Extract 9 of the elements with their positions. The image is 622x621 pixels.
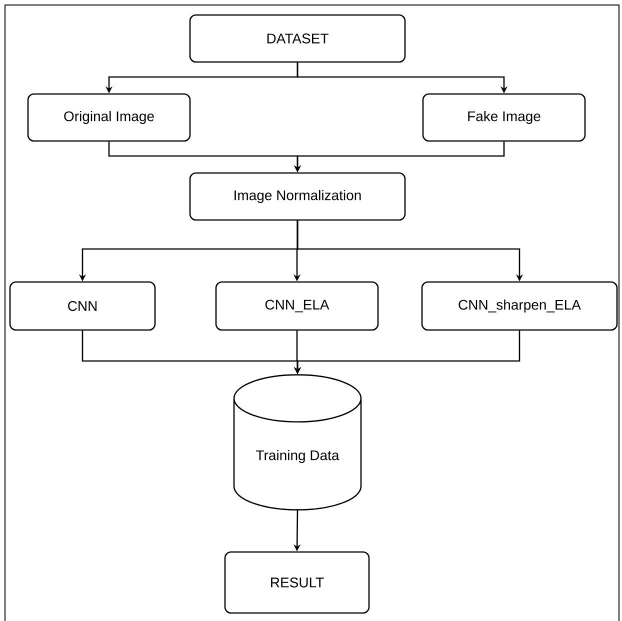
process-box: CNN_sharpen_ELA — [421, 281, 618, 331]
process-box: Image Normalization — [189, 172, 406, 221]
process-box: CNN — [9, 281, 156, 331]
process-box: Original Image — [27, 93, 191, 142]
process-box: DATASET — [189, 14, 406, 63]
process-box: Fake Image — [422, 93, 586, 142]
process-box: CNN_ELA — [215, 281, 379, 331]
database-cylinder: Training Data — [233, 374, 362, 510]
process-box: RESULT — [224, 551, 370, 614]
